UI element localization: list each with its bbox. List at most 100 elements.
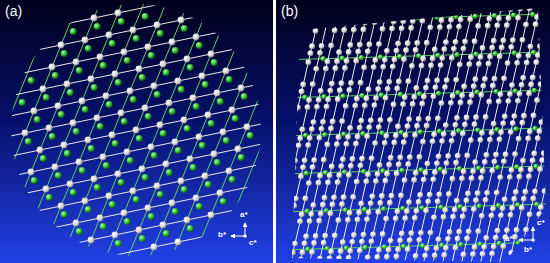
atom-sphere (515, 98, 521, 104)
atom-sphere (468, 137, 474, 143)
atom-sphere (394, 171, 400, 177)
atom-sphere (317, 256, 323, 262)
atom-sphere (413, 47, 419, 53)
lattice-line (0, 0, 550, 32)
atom-sphere (431, 131, 437, 137)
lattice-line (0, 0, 124, 263)
atom-sphere (518, 250, 524, 256)
atom-sphere (320, 18, 325, 23)
atom-sphere (364, 95, 370, 101)
atom-sphere (395, 41, 401, 47)
atom-sphere (344, 58, 350, 64)
atom-sphere (299, 88, 305, 94)
atom-sphere (494, 190, 500, 196)
atom-sphere (112, 232, 119, 239)
atom-sphere (172, 208, 179, 215)
atom-sphere (394, 48, 400, 54)
atom-sphere (479, 130, 485, 136)
atom-sphere (346, 172, 352, 178)
atom-sphere (309, 249, 315, 255)
atom-sphere (265, 235, 271, 241)
atom-sphere (412, 132, 418, 138)
atom-sphere (449, 138, 455, 144)
atom-sphere (483, 197, 489, 203)
atom-sphere (547, 43, 550, 49)
atom-sphere (524, 60, 530, 66)
atom-sphere (340, 94, 345, 99)
atom-sphere (280, 212, 286, 218)
atom-sphere (467, 99, 473, 105)
atom-sphere (425, 116, 431, 122)
atom-sphere (427, 25, 433, 31)
atom-sphere (416, 199, 422, 205)
atom-sphere (139, 166, 146, 173)
atom-sphere (335, 96, 341, 102)
atom-sphere (549, 157, 550, 163)
atom-sphere (316, 12, 322, 18)
lattice-line (405, 0, 466, 263)
atom-sphere (441, 252, 447, 258)
atom-sphere (472, 121, 478, 127)
atom-sphere (542, 21, 548, 27)
atom-sphere (163, 69, 170, 76)
atom-sphere (382, 57, 388, 63)
atom-sphere (324, 142, 330, 148)
lattice-line (0, 0, 316, 263)
atom-sphere (397, 155, 403, 161)
atom-sphere (451, 46, 457, 52)
atom-sphere (422, 9, 428, 15)
atom-sphere (398, 193, 404, 199)
atom-sphere (454, 198, 460, 204)
atom-sphere (521, 113, 527, 119)
atom-sphere (519, 120, 525, 126)
atom-sphere (157, 122, 164, 129)
atom-sphere (514, 227, 520, 233)
atom-sphere (136, 227, 143, 234)
atom-sphere (370, 231, 376, 237)
atom-sphere (160, 130, 167, 137)
atom-sphere (303, 195, 309, 201)
axis-glyph (231, 223, 246, 237)
atom-sphere (341, 194, 347, 200)
atom-sphere (410, 101, 416, 107)
atom-sphere (354, 96, 360, 102)
atom-sphere (277, 181, 283, 187)
atom-sphere (389, 26, 395, 32)
atom-sphere (492, 76, 498, 82)
atom-sphere (199, 73, 206, 80)
atom-sphere (506, 15, 512, 21)
atom-sphere (115, 10, 122, 17)
atom-sphere (103, 162, 110, 169)
atom-sphere (399, 168, 404, 173)
atom-sphere (406, 116, 412, 122)
atom-sphere (73, 59, 80, 66)
atom-sphere (88, 76, 95, 83)
atom-sphere (43, 94, 50, 101)
atom-sphere (432, 46, 438, 52)
atom-sphere (317, 50, 323, 56)
atom-sphere (462, 122, 468, 128)
atom-sphere (448, 100, 454, 106)
atom-sphere (100, 62, 107, 69)
panel-label: (b) (281, 4, 298, 18)
atom-sphere (307, 218, 313, 224)
atom-sphere (61, 50, 68, 57)
atom-sphere (369, 193, 375, 199)
atom-sphere (516, 53, 522, 59)
axis-arrow (231, 236, 245, 237)
atom-sphere (364, 11, 370, 17)
atom-sphere (311, 119, 317, 125)
atom-sphere (471, 83, 477, 89)
atom-sphere (374, 10, 380, 16)
atom-sphere (386, 79, 392, 85)
atom-sphere (485, 23, 491, 29)
lattice-line (0, 74, 550, 263)
atom-sphere (424, 123, 430, 129)
atom-sphere (115, 171, 122, 178)
atom-sphere (388, 238, 394, 244)
atom-sphere (498, 7, 504, 13)
atom-sphere (385, 86, 391, 92)
atom-sphere (369, 238, 375, 244)
